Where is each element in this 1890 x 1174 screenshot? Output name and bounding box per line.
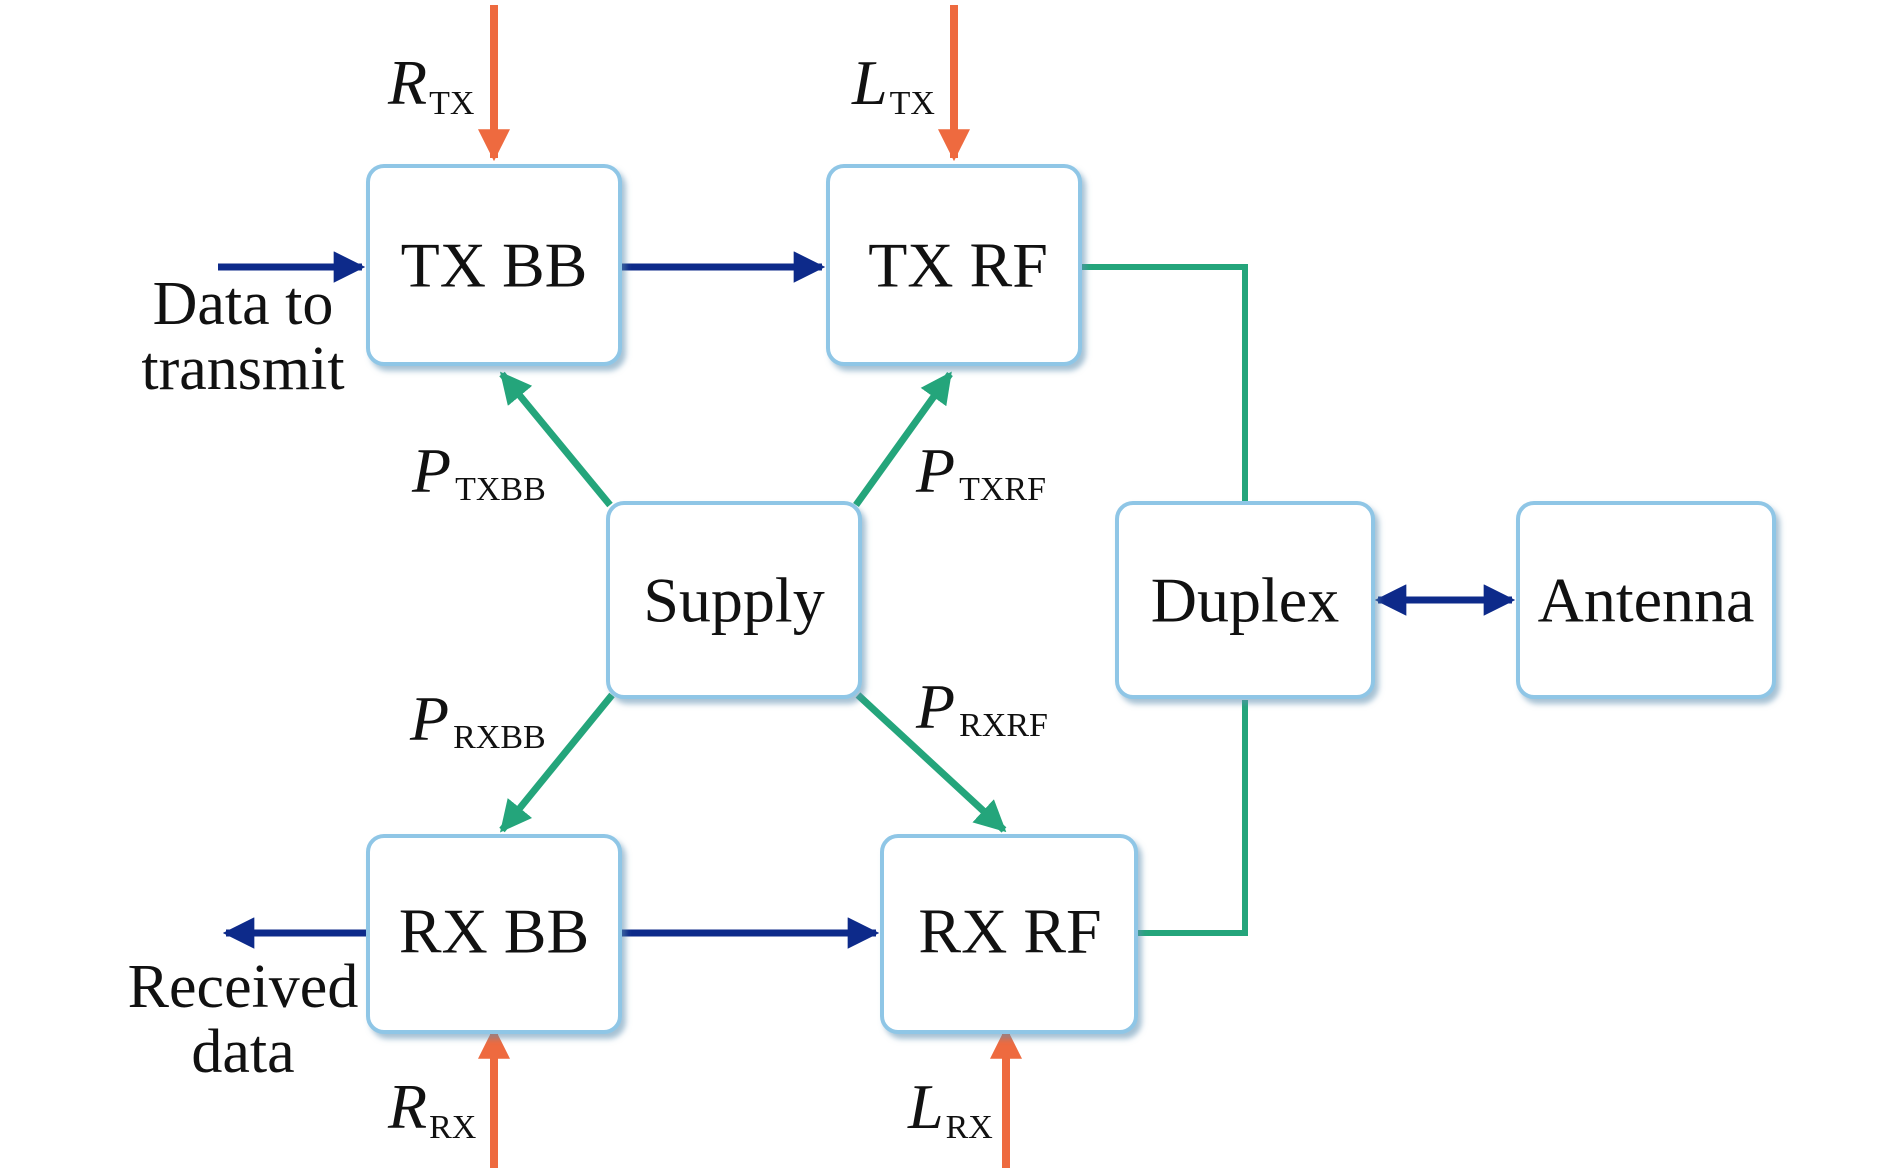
p-txrf-main: P <box>915 435 955 506</box>
l-tx-symbol: LTX <box>851 47 935 122</box>
supply-block: Supply <box>606 501 862 699</box>
l-rx-symbol: LRX <box>907 1071 993 1146</box>
antenna-block: Antenna <box>1516 501 1776 699</box>
rx-rf-block: RX RF <box>880 834 1138 1034</box>
power-rxbb-arrow <box>499 692 615 833</box>
r-rx-sub: RX <box>429 1109 476 1146</box>
duplex-block: Duplex <box>1115 501 1375 699</box>
duplex-label: Duplex <box>1151 565 1339 636</box>
data-to-transmit-line2: transmit <box>141 335 344 403</box>
l-tx-sub: TX <box>890 85 935 122</box>
p-rxbb-main: P <box>409 683 449 754</box>
tx-rf-label: TX RF <box>868 230 1048 301</box>
received-data-line2: data <box>191 1018 294 1086</box>
rx-bb-block: RX BB <box>366 834 622 1034</box>
l-rx-sub: RX <box>946 1109 993 1146</box>
tx-rf-block: TX RF <box>826 164 1082 366</box>
r-rx-symbol: RRX <box>387 1071 476 1146</box>
txrf-to-duplex-line <box>1080 264 1248 505</box>
p-txbb-sub: TXBB <box>455 471 546 508</box>
received-data-line1: Received <box>128 953 359 1021</box>
p-txrf-sub: TXRF <box>959 471 1046 508</box>
power-rxrf-arrow <box>855 692 1007 833</box>
p-rxrf-sub: RXRF <box>959 707 1048 744</box>
tx-bb-label: TX BB <box>401 230 588 301</box>
data-to-transmit-line1: Data to <box>153 270 334 338</box>
r-tx-symbol: RTX <box>387 47 474 122</box>
supply-label: Supply <box>643 565 824 636</box>
r-tx-sub: TX <box>429 85 474 122</box>
antenna-label: Antenna <box>1538 565 1755 636</box>
rx-bb-label: RX BB <box>399 896 589 967</box>
p-rxrf-main: P <box>915 671 955 742</box>
r-tx-main: R <box>387 47 427 118</box>
p-rxbb-sub: RXBB <box>453 719 546 756</box>
power-txbb-arrow <box>499 371 613 508</box>
rxrf-to-duplex-line <box>1130 700 1248 936</box>
l-rx-main: L <box>907 1071 944 1142</box>
power-txrf-arrow <box>853 371 953 508</box>
rx-rf-label: RX RF <box>918 896 1101 967</box>
p-txbb-main: P <box>411 435 451 506</box>
l-tx-main: L <box>851 47 888 118</box>
r-rx-main: R <box>387 1071 427 1142</box>
tx-bb-block: TX BB <box>366 164 622 366</box>
